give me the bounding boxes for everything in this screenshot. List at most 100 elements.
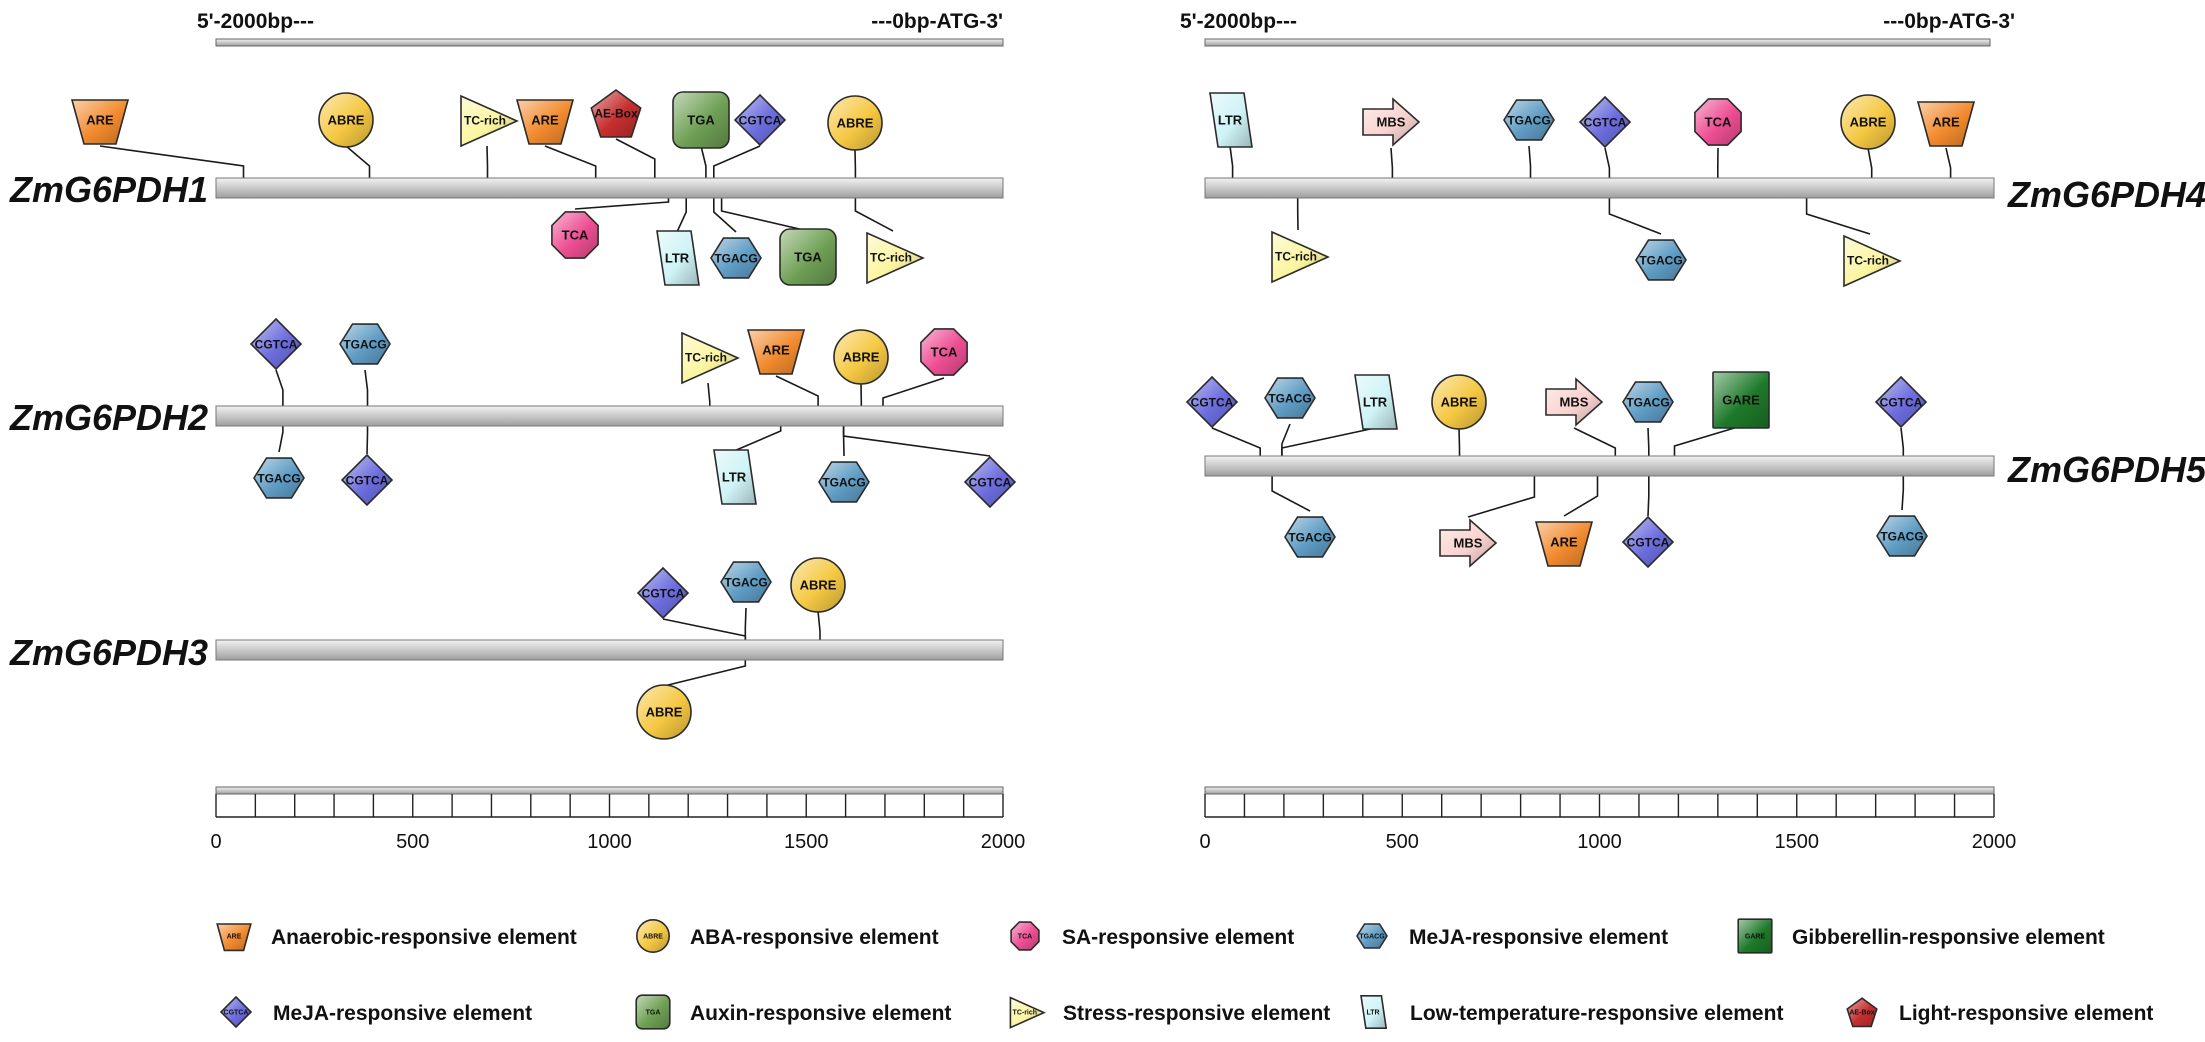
element-label: CGTCA xyxy=(1584,116,1627,130)
element-tgacg-marker: TGACG xyxy=(1264,377,1316,419)
axis-tick-label: 500 xyxy=(396,831,429,853)
connector-line xyxy=(1271,476,1311,512)
element-tgacg-marker: TGACG xyxy=(1635,239,1687,281)
element-abre-marker: ABRE xyxy=(318,92,374,148)
element-label: TGACG xyxy=(1268,392,1311,406)
connector-line xyxy=(713,198,737,233)
connector-line xyxy=(1608,198,1662,235)
connector-line xyxy=(707,382,711,406)
element-cgtca-marker: CGTCA xyxy=(340,453,394,507)
element-label: TGACG xyxy=(1880,530,1923,544)
element-label: TGACG xyxy=(1288,531,1331,545)
element-label: TCA xyxy=(1018,934,1032,941)
element-label: TGACG xyxy=(1359,934,1385,941)
connector-line xyxy=(1901,476,1905,511)
element-mbs-marker: MBS xyxy=(1439,518,1498,568)
gene-label-zmg6pdh2: ZmG6PDH2 xyxy=(9,397,208,438)
axis-bar xyxy=(215,786,1004,795)
element-tc-rich-marker: TC-rich xyxy=(1271,230,1330,284)
element-are-marker: ARE xyxy=(1534,521,1594,567)
element-cgtca-marker: CGTCA xyxy=(1621,515,1675,569)
element-label: CGTCA xyxy=(346,474,389,488)
connector-line xyxy=(1945,147,1952,178)
connector-lines xyxy=(1229,145,1952,235)
element-label: MBS xyxy=(1454,536,1483,551)
element-label: TGACG xyxy=(1507,114,1550,128)
connector-line xyxy=(1604,147,1611,178)
element-cgtca-marker: CGTCA xyxy=(1185,375,1239,429)
element-tgacg-marker: TGACG xyxy=(818,461,870,503)
element-tc-rich-marker: TC-rich xyxy=(866,231,925,285)
connector-line xyxy=(1647,476,1650,517)
element-label: TGACG xyxy=(1639,254,1682,268)
element-label: TC-rich xyxy=(685,351,727,365)
element-label: LTR xyxy=(1363,395,1388,410)
element-label: ABRE xyxy=(800,578,837,593)
connector-line xyxy=(882,377,945,406)
element-label: TGACG xyxy=(257,472,300,486)
element-cgtca-marker: CGTCA xyxy=(1578,95,1632,149)
element-label: ABRE xyxy=(643,934,663,941)
element-tgacg-marker: TGACG xyxy=(710,237,762,279)
element-abre-marker: ABRE xyxy=(635,918,670,953)
element-are-marker: ARE xyxy=(515,99,575,145)
element-label: TC-rich xyxy=(464,114,506,128)
element-abre-marker: ABRE xyxy=(790,557,846,613)
axis-tick-label: 2000 xyxy=(1972,831,2017,853)
gene-bar xyxy=(1204,455,1995,477)
connector-line xyxy=(1673,425,1742,456)
gene-bar xyxy=(1204,177,1995,199)
element-tgacg-marker: TGACG xyxy=(1876,515,1928,557)
connector-line xyxy=(1281,423,1291,456)
connector-line xyxy=(817,610,821,640)
element-are-marker: ARE xyxy=(216,923,252,952)
element-label: GARE xyxy=(1722,393,1760,408)
connector-lines xyxy=(662,607,821,687)
connector-line xyxy=(275,369,284,406)
connector-line xyxy=(99,145,245,178)
element-label: TGACG xyxy=(724,576,767,590)
element-ae-box-marker: AE-Box xyxy=(1846,997,1878,1028)
legend-label: Light-responsive element xyxy=(1899,1002,2153,1025)
connector-lines xyxy=(1211,423,1905,518)
element-label: MBS xyxy=(1377,115,1406,130)
axis-tick-label: 0 xyxy=(1199,831,1210,853)
element-tca-marker: TCA xyxy=(551,211,599,259)
gene-label-zmg6pdh3: ZmG6PDH3 xyxy=(9,632,208,673)
element-label: ARE xyxy=(1550,535,1578,550)
gene-bar xyxy=(215,405,1004,427)
connector-line xyxy=(1281,427,1376,456)
element-are-marker: ARE xyxy=(746,329,806,375)
axis-tick-label: 1500 xyxy=(1775,831,1820,853)
element-ltr-marker: LTR xyxy=(656,230,700,286)
connector-line xyxy=(1573,427,1617,456)
element-label: CGTCA xyxy=(969,476,1012,490)
element-tgacg-marker: TGACG xyxy=(1622,381,1674,423)
element-label: LTR xyxy=(722,470,747,485)
element-label: ABRE xyxy=(837,116,874,131)
connector-line xyxy=(1805,198,1871,235)
legend-label: Anaerobic-responsive element xyxy=(271,926,577,949)
right-header: 5'-2000bp--- ---0bp-ATG-3' xyxy=(1180,10,2015,47)
legend-label: ABA-responsive element xyxy=(690,926,939,949)
gene-label-zmg6pdh5: ZmG6PDH5 xyxy=(2007,449,2205,490)
element-label: TCA xyxy=(562,228,589,243)
legend-label: Stress-responsive element xyxy=(1063,1002,1330,1025)
axis-tick-label: 2000 xyxy=(981,831,1026,853)
element-label: TCA xyxy=(931,345,958,360)
connector-line xyxy=(574,198,670,210)
legend-item-abre: ABRE ABA-responsive element xyxy=(635,918,939,953)
element-label: TGACG xyxy=(714,252,757,266)
element-label: GARE xyxy=(1745,934,1766,941)
connector-line xyxy=(1211,427,1261,456)
connector-lines xyxy=(99,138,894,233)
element-abre-marker: ABRE xyxy=(1431,374,1487,430)
left-header-start: 5'-2000bp--- xyxy=(197,10,314,33)
legend-label: MeJA-responsive element xyxy=(273,1002,532,1025)
